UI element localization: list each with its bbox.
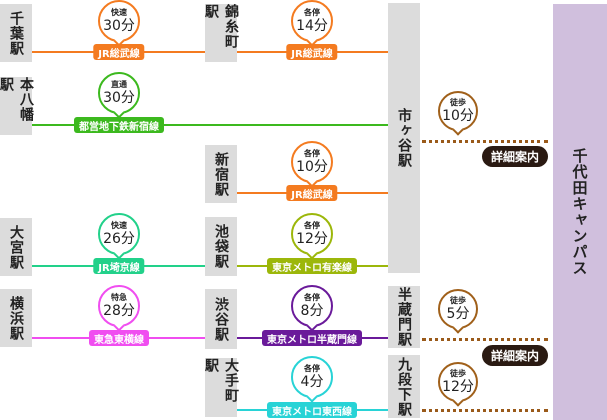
service-type: 快速 (111, 221, 127, 230)
details-button[interactable]: 詳細案内 (482, 345, 548, 366)
travel-time: 10分 (296, 159, 328, 175)
station-label: 本八幡駅 (0, 77, 34, 122)
walk-time: 10分 (442, 108, 474, 124)
service-type: 各停 (304, 364, 320, 373)
station-shinjuku: 新宿駅 (205, 145, 237, 203)
line-badge[interactable]: 東京メトロ半蔵門線 (262, 330, 362, 346)
station-label: 大宮駅 (8, 224, 24, 270)
route-line-shinjuku (32, 124, 388, 126)
station-yokohama: 横浜駅 (0, 289, 32, 347)
station-kudanshita: 九段下駅 (388, 355, 420, 418)
walk-time: 5分 (446, 306, 470, 322)
station-label: 九段下駅 (396, 356, 412, 417)
campus-label: 千代田キャンパス (570, 148, 589, 276)
line-badge[interactable]: JR埼京線 (93, 258, 145, 274)
line-badge[interactable]: 東京メトロ東西線 (267, 402, 357, 418)
travel-time: 28分 (103, 303, 135, 319)
station-label: 千葉駅 (8, 10, 24, 56)
service-type: 各停 (304, 221, 320, 230)
station-label: 大手町駅 (203, 358, 239, 403)
station-label: 新宿駅 (213, 151, 229, 197)
line-badge[interactable]: 都営地下鉄新宿線 (74, 117, 164, 133)
service-type: 各停 (304, 8, 320, 17)
station-label: 池袋駅 (213, 224, 229, 269)
line-badge[interactable]: JR総武線 (286, 185, 338, 201)
travel-time: 12分 (296, 231, 328, 247)
travel-time: 30分 (103, 90, 135, 106)
station-hanzomon: 半蔵門駅 (388, 286, 420, 348)
travel-time: 4分 (300, 374, 324, 390)
service-type: 各停 (304, 149, 320, 158)
station-otemachi: 大手町駅 (203, 358, 239, 417)
line-badge[interactable]: 東京メトロ有楽線 (267, 258, 357, 274)
chiyoda-campus: 千代田キャンパス (553, 4, 607, 420)
walk-label: 徒歩 (450, 98, 466, 107)
walk-path (422, 338, 548, 341)
line-badge[interactable]: JR総武線 (286, 44, 338, 60)
travel-time: 14分 (296, 18, 328, 34)
walk-label: 徒歩 (450, 296, 466, 305)
station-label: 半蔵門駅 (396, 287, 412, 347)
station-omiya: 大宮駅 (0, 218, 32, 276)
travel-time: 26分 (103, 231, 135, 247)
station-label: 市ヶ谷駅 (396, 108, 412, 168)
station-label: 横浜駅 (8, 295, 24, 341)
travel-time: 8分 (300, 303, 324, 319)
line-badge[interactable]: JR総武線 (93, 44, 145, 60)
walk-time: 12分 (442, 379, 474, 395)
service-type: 特急 (111, 293, 127, 302)
details-button[interactable]: 詳細案内 (482, 146, 548, 167)
station-chiba: 千葉駅 (0, 4, 32, 62)
service-type: 直通 (111, 80, 127, 89)
walk-path (422, 409, 548, 412)
walk-path (422, 140, 548, 143)
service-type: 各停 (304, 293, 320, 302)
station-motoyawata: 本八幡駅 (0, 77, 34, 135)
travel-time: 30分 (103, 18, 135, 34)
line-badge[interactable]: 東急東横線 (89, 330, 149, 346)
station-shibuya: 渋谷駅 (205, 289, 237, 349)
walk-label: 徒歩 (450, 369, 466, 378)
station-ikebukuro: 池袋駅 (205, 217, 237, 276)
station-label: 渋谷駅 (213, 296, 229, 342)
station-label: 錦糸町駅 (203, 4, 239, 49)
service-type: 快速 (111, 8, 127, 17)
station-ichigaya: 市ヶ谷駅 (388, 3, 420, 273)
station-kinshicho: 錦糸町駅 (203, 4, 239, 62)
